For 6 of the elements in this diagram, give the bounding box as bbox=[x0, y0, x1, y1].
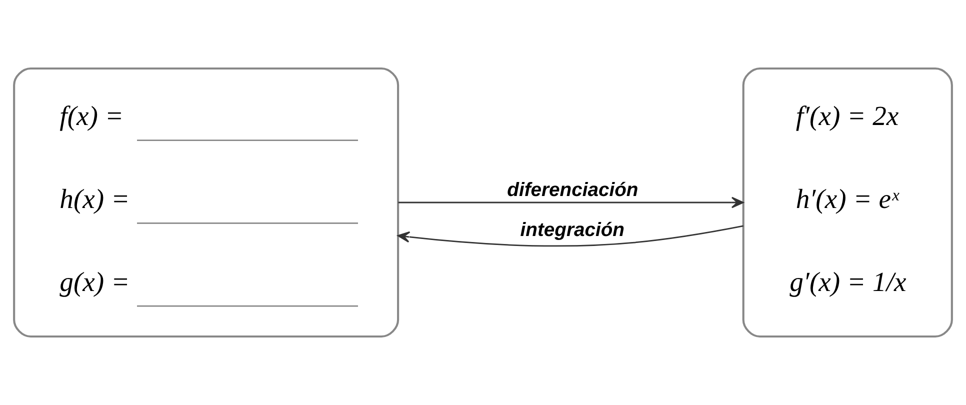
node-box: f(x) = h(x) = g(x) = bbox=[13, 68, 400, 338]
node-box: f′(x) = 2x h′(x) = eˣ g′(x) = 1/x bbox=[742, 68, 953, 338]
edge-label: integración bbox=[520, 220, 624, 241]
arrow bbox=[397, 225, 744, 247]
arrow bbox=[398, 196, 744, 208]
edge-label: diferenciación bbox=[507, 180, 638, 201]
